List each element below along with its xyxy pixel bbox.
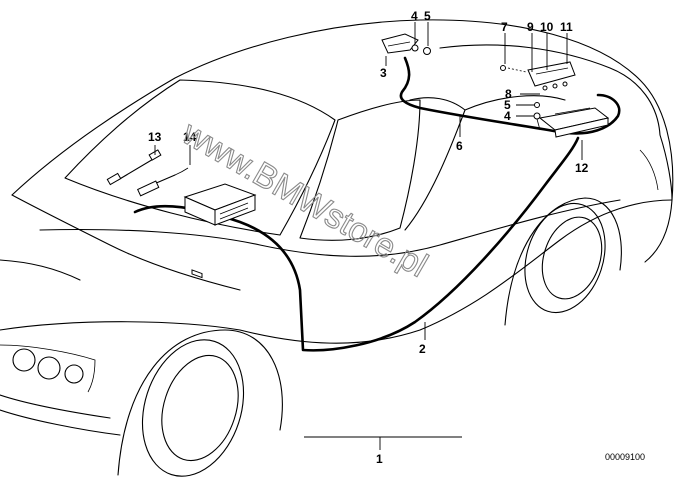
callout-7: 7 <box>501 20 508 34</box>
callout-5b: 5 <box>504 98 511 112</box>
callout-1: 1 <box>376 452 383 466</box>
callout-12: 12 <box>575 161 589 175</box>
trunk-amplifier-box <box>533 102 610 138</box>
callout-10: 10 <box>540 20 554 34</box>
callout-13: 13 <box>148 130 162 144</box>
rear-window-antenna-module <box>500 61 576 91</box>
callout-3: 3 <box>380 66 387 80</box>
callout-4a: 4 <box>411 9 418 23</box>
callout-11: 11 <box>560 20 573 34</box>
radio-receiver-unit <box>183 183 257 279</box>
roof-antenna-amplifier <box>381 33 431 55</box>
callout-14: 14 <box>183 130 197 144</box>
antenna-lead-cables <box>106 149 189 197</box>
callout-8: 8 <box>505 87 512 101</box>
callout-6: 6 <box>456 139 463 153</box>
car-body-outline <box>0 19 674 477</box>
callout-9: 9 <box>527 20 534 34</box>
diagram-reference-number: 00009100 <box>605 452 645 462</box>
callout-4b: 4 <box>504 109 511 123</box>
callout-leaders <box>154 22 583 450</box>
callout-labels: 1 2 3 4 5 6 7 8 9 10 11 5 4 12 13 14 <box>148 9 589 466</box>
callout-5a: 5 <box>424 9 431 23</box>
callout-2: 2 <box>419 342 426 356</box>
